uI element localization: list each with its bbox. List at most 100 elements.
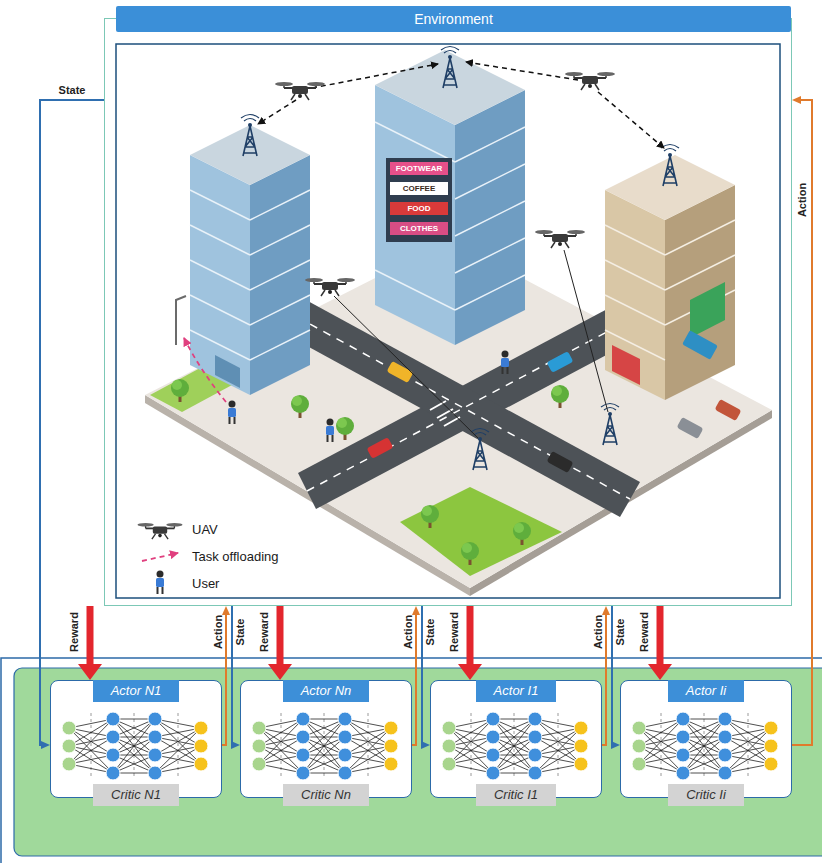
- neuron: [528, 730, 542, 744]
- environment-heading: Environment: [116, 6, 791, 32]
- lamp-pole: [176, 296, 186, 345]
- state-connector: [422, 606, 423, 745]
- neuron: [338, 766, 352, 780]
- neuron: [62, 739, 76, 753]
- central-building: [375, 50, 525, 345]
- environment-inner-frame: [116, 44, 780, 598]
- neuron: [632, 721, 646, 735]
- right-building: [665, 185, 735, 400]
- users: [326, 419, 334, 443]
- trees: [171, 379, 569, 565]
- actor-label: Actor N1: [93, 680, 180, 702]
- cars: [387, 361, 414, 383]
- uav-drones: [275, 72, 615, 296]
- neuron: [486, 730, 500, 744]
- antenna-towers: [241, 47, 679, 471]
- shop-sign-text: CLOTHES: [390, 222, 448, 235]
- neuron: [442, 739, 456, 753]
- neuron: [252, 721, 266, 735]
- neuron: [252, 757, 266, 771]
- agent-box: Actor IiCritic Ii: [620, 680, 792, 798]
- reward-connector: [657, 606, 664, 666]
- antenna-towers: [661, 145, 679, 187]
- neuron: [296, 730, 310, 744]
- neuron: [764, 721, 778, 735]
- users: [228, 401, 236, 425]
- antenna-towers: [601, 404, 619, 446]
- layer-divider: [91, 713, 92, 779]
- trees: [336, 417, 354, 440]
- network-weight: [155, 746, 201, 773]
- legend-label: Task offloading: [192, 549, 279, 565]
- neuron: [106, 766, 120, 780]
- network-weight: [303, 719, 345, 773]
- network-weight: [69, 737, 113, 764]
- neuron: [486, 712, 500, 726]
- uav-links: [312, 64, 438, 88]
- network-weight: [259, 737, 303, 764]
- connector-label: State: [59, 84, 86, 97]
- neuron: [632, 739, 646, 753]
- neuron: [62, 757, 76, 771]
- environment-inner-frame: [116, 44, 780, 598]
- neuron: [384, 721, 398, 735]
- shop-sign-text: FOOD: [390, 202, 448, 215]
- network-weight: [683, 719, 725, 773]
- central-building: [386, 158, 452, 242]
- neuron: [384, 739, 398, 753]
- connector-label: Reward: [258, 612, 271, 652]
- neuron: [574, 757, 588, 771]
- neuron: [574, 721, 588, 735]
- neuron: [148, 748, 162, 762]
- uav-links: [564, 250, 608, 412]
- trees: [461, 542, 479, 565]
- network-weight: [639, 737, 683, 764]
- network-weight: [113, 719, 155, 773]
- neuron: [194, 739, 208, 753]
- central-building: [455, 90, 525, 345]
- network-weight: [113, 719, 155, 773]
- neuron: [106, 748, 120, 762]
- connector-label: Action: [592, 615, 605, 649]
- uav-drones: [565, 72, 615, 90]
- antenna-towers: [241, 115, 259, 157]
- right-building: [612, 345, 640, 385]
- actor-label: Actor Ii: [668, 680, 744, 702]
- legend-samples: [138, 523, 183, 539]
- connector-label: Action: [402, 615, 415, 649]
- trees: [171, 379, 189, 402]
- cars: [547, 351, 574, 373]
- trees: [421, 505, 439, 528]
- neuron: [252, 739, 266, 753]
- right-building: [605, 155, 735, 400]
- neuron: [296, 712, 310, 726]
- network-weight: [725, 746, 771, 773]
- neuron: [106, 730, 120, 744]
- neuron: [764, 757, 778, 771]
- legend-samples: [138, 523, 183, 594]
- lamp-pole: [176, 296, 186, 345]
- uav-links: [258, 100, 296, 124]
- agent-box: Actor N1Critic N1: [50, 680, 222, 798]
- neuron: [632, 757, 646, 771]
- neuron: [148, 712, 162, 726]
- connector-label: State: [614, 619, 627, 646]
- network-weight: [535, 746, 581, 773]
- neuron: [764, 739, 778, 753]
- layer-divider: [661, 713, 662, 779]
- state-connector: [612, 606, 613, 745]
- left-building: [190, 125, 310, 185]
- city-ground: [400, 487, 562, 576]
- network-weight: [345, 746, 391, 773]
- neuron: [296, 766, 310, 780]
- state-connector: [232, 606, 233, 745]
- neuron: [194, 721, 208, 735]
- critic-label: Critic Nn: [283, 784, 369, 806]
- agents-container: [1, 658, 822, 863]
- connector-label: Action: [212, 615, 225, 649]
- actor-label: Actor I1: [476, 680, 557, 702]
- connector-label: State: [234, 619, 247, 646]
- cars: [677, 417, 704, 439]
- central-building: [375, 85, 455, 345]
- users: [228, 351, 509, 443]
